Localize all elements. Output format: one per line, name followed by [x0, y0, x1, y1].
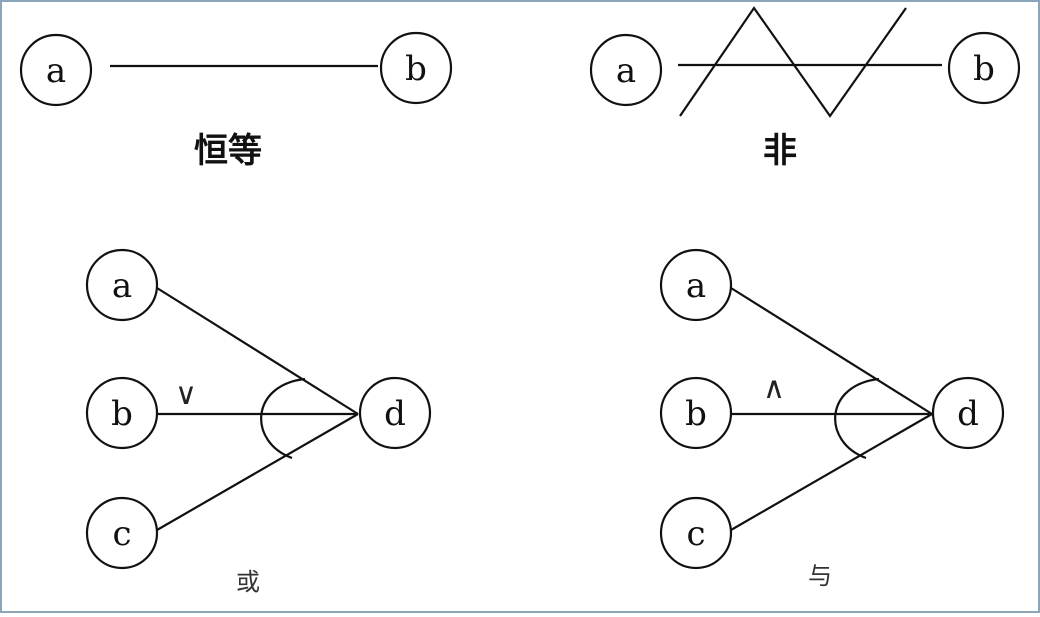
and-edge-c-d [730, 413, 933, 531]
or-node-d [358, 376, 432, 450]
negation-zigzag [679, 6, 907, 118]
identity-node-b [379, 31, 453, 105]
and-arc [834, 377, 880, 460]
negation-node-b-label: b [973, 49, 995, 89]
and-caption: 与 [808, 562, 832, 590]
and-node-c [659, 496, 733, 570]
or-edge-c-d [156, 413, 359, 531]
negation-caption: 非 [763, 131, 797, 171]
or-node-d-label: d [384, 394, 406, 434]
negation-node-a [589, 33, 663, 107]
identity-node-a [19, 33, 93, 107]
and-node-c-label: c [686, 514, 705, 554]
and-edge-a-d [730, 287, 933, 415]
or-node-a-label: a [112, 266, 132, 306]
or-caption: 或 [236, 568, 260, 596]
or-symbol: ∨ [175, 377, 197, 412]
and-node-d-label: d [957, 394, 979, 434]
negation-panel: a b 非 [589, 6, 1021, 171]
and-node-a-label: a [686, 266, 706, 306]
negation-node-b [947, 31, 1021, 105]
and-node-d [931, 376, 1005, 450]
identity-panel: a b 恒等 [19, 31, 453, 171]
or-edge-a-d [156, 287, 359, 415]
and-panel: a b c d ∧ 与 [659, 248, 1005, 590]
negation-node-a-label: a [616, 51, 636, 91]
or-node-b-label: b [111, 394, 133, 434]
and-node-b [659, 376, 733, 450]
or-node-c-label: c [112, 514, 131, 554]
and-node-a [659, 248, 733, 322]
and-symbol: ∧ [763, 371, 785, 406]
or-node-c [85, 496, 159, 570]
identity-caption: 恒等 [194, 131, 262, 171]
or-node-b [85, 376, 159, 450]
identity-node-a-label: a [46, 51, 66, 91]
or-node-a [85, 248, 159, 322]
or-panel: a b c d ∨ 或 [85, 248, 432, 596]
identity-node-b-label: b [405, 49, 427, 89]
or-arc [260, 377, 306, 460]
and-node-b-label: b [685, 394, 707, 434]
